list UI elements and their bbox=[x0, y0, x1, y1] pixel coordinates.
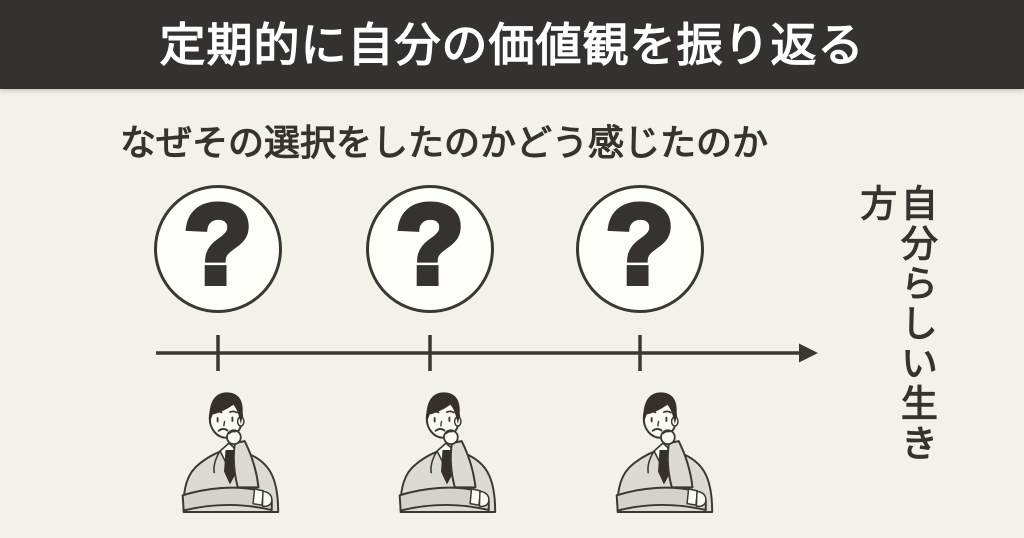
question-mark-glyph: ? bbox=[603, 182, 677, 307]
vertical-caption: 自分らしい生き方 bbox=[854, 184, 937, 464]
question-mark-glyph: ? bbox=[181, 182, 255, 307]
thinking-person-icon bbox=[386, 386, 500, 514]
timeline-arrow bbox=[156, 335, 818, 371]
header-bar: 定期的に自分の価値観を振り返る bbox=[0, 0, 1024, 89]
thinking-person-icon bbox=[603, 386, 717, 514]
question-circle-icon: ? bbox=[366, 185, 494, 313]
question-circle-icon: ? bbox=[576, 185, 704, 313]
page-title: 定期的に自分の価値観を振り返る bbox=[159, 18, 865, 71]
subtitle-text: なぜその選択をしたのかどう感じたのか bbox=[120, 122, 769, 163]
question-circle-icon: ? bbox=[154, 185, 282, 313]
thinking-person-icon bbox=[169, 386, 283, 514]
question-mark-glyph: ? bbox=[393, 182, 467, 307]
